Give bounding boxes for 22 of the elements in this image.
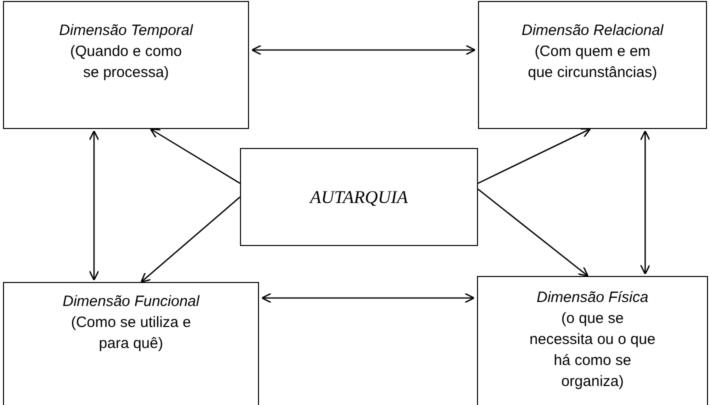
description: (o que se necessita ou o que há como se organiza) (528, 309, 656, 392)
arrow (88, 130, 100, 281)
text-box (477, 276, 708, 405)
text-box (3, 282, 259, 405)
description: (Quando e como se processa) (69, 42, 183, 83)
heading: Dimensão Temporal (58, 21, 194, 41)
center-label: AUTARQUIA (308, 186, 409, 208)
arrow (140, 196, 240, 283)
text-box (478, 1, 707, 129)
arrow (150, 128, 240, 184)
heading: Dimensão Relacional (520, 21, 665, 41)
text-box (240, 148, 478, 246)
arrow (261, 292, 475, 304)
arrow (640, 130, 650, 275)
arrow (478, 188, 589, 277)
description: (Com quem e em que circunstâncias) (528, 42, 658, 83)
description: (Como se utiliza e para quê) (70, 313, 192, 354)
arrow (478, 128, 591, 184)
heading: Dimensão Física (536, 288, 650, 308)
heading: Dimensão Funcional (62, 292, 201, 312)
arrow (251, 44, 476, 56)
text-box (3, 1, 249, 129)
